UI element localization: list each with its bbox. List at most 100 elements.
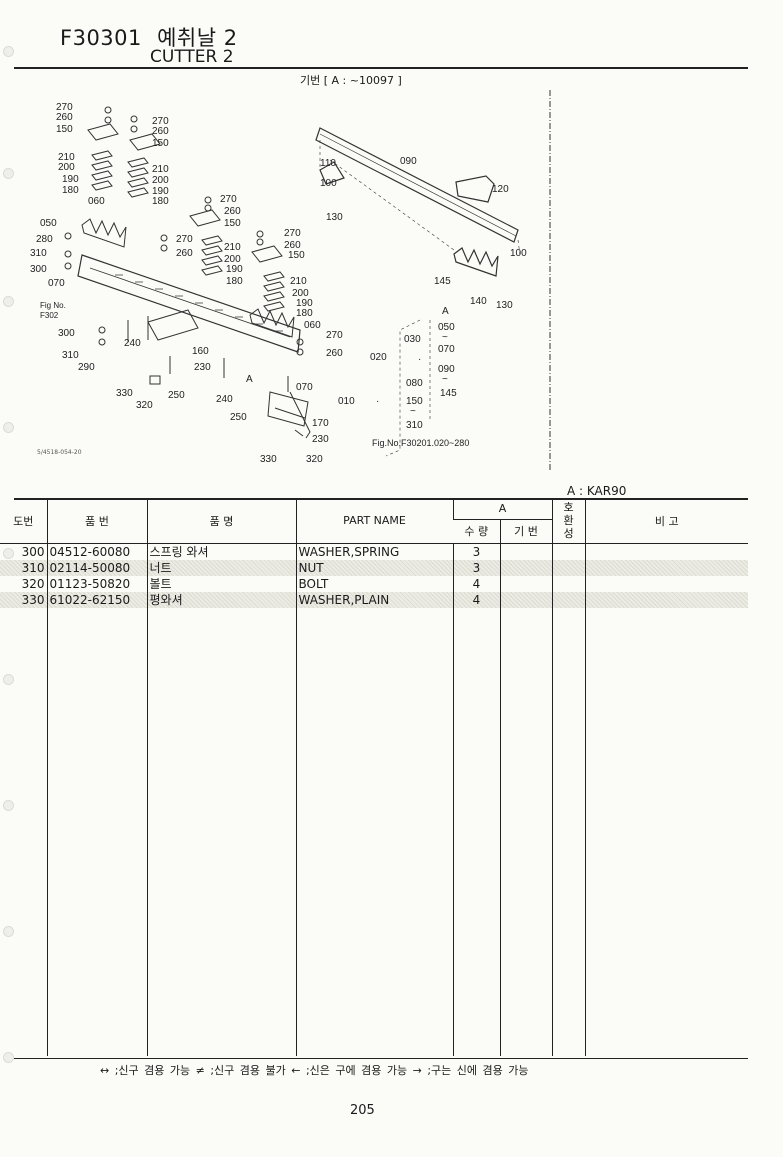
cell-qty: 4 bbox=[452, 591, 500, 608]
col-remarks: 비 고 bbox=[584, 499, 748, 543]
cell-compat bbox=[551, 543, 585, 560]
svg-text:190: 190 bbox=[62, 174, 79, 185]
svg-text:330: 330 bbox=[116, 388, 133, 399]
svg-text:270: 270 bbox=[176, 234, 193, 245]
svg-text:310: 310 bbox=[406, 420, 423, 431]
binder-hole bbox=[3, 548, 14, 559]
svg-text:200: 200 bbox=[292, 288, 309, 299]
cell-no: 310 bbox=[0, 559, 47, 576]
compatibility-legend: ↔ ;신구 겸용 가능 ≠ ;신구 겸용 불가 ← ;신은 구에 겸용 가능 →… bbox=[100, 1064, 529, 1077]
page-title: F30301 예취날 2 bbox=[60, 22, 238, 52]
table-row: 310 02114-50080 너트 NUT 3 bbox=[0, 559, 748, 576]
title-korean: 예취날 2 bbox=[157, 26, 238, 50]
col-group: A bbox=[452, 499, 552, 520]
svg-text:260: 260 bbox=[284, 240, 301, 251]
svg-text:300: 300 bbox=[58, 328, 75, 339]
col-qty: 수 량 bbox=[464, 525, 489, 538]
table-empty-space bbox=[0, 607, 748, 1056]
cell-part-name: WASHER,PLAIN bbox=[295, 591, 453, 608]
svg-text:130: 130 bbox=[326, 212, 343, 223]
svg-text:270: 270 bbox=[56, 102, 73, 113]
col-no: 도번 bbox=[13, 514, 34, 528]
svg-text:A: A bbox=[246, 374, 253, 385]
svg-text:·: · bbox=[418, 354, 421, 365]
parts-table: 도번 품 번 품 명 PART NAME A 호 환 성 비 고 수 량 기 번… bbox=[0, 499, 748, 1056]
cell-name-ko: 너트 bbox=[146, 559, 296, 576]
svg-text:320: 320 bbox=[136, 400, 153, 411]
cell-qty: 3 bbox=[452, 543, 500, 560]
svg-text:320: 320 bbox=[306, 454, 323, 465]
binder-hole bbox=[3, 1052, 14, 1063]
svg-text:050: 050 bbox=[40, 218, 57, 229]
svg-text:150: 150 bbox=[152, 138, 169, 149]
cell-remarks bbox=[584, 591, 748, 608]
svg-text:070: 070 bbox=[48, 278, 65, 289]
svg-text:150: 150 bbox=[56, 124, 73, 135]
cell-serial bbox=[499, 559, 552, 576]
svg-text:150: 150 bbox=[406, 396, 423, 407]
svg-text:260: 260 bbox=[56, 112, 73, 123]
svg-text:180: 180 bbox=[226, 276, 243, 287]
svg-text:~: ~ bbox=[442, 374, 448, 385]
figure-code: F30301 bbox=[60, 26, 142, 50]
table-row: 320 01123-50820 볼트 BOLT 4 bbox=[0, 575, 748, 592]
svg-text:260: 260 bbox=[176, 248, 193, 259]
cell-qty: 4 bbox=[452, 575, 500, 592]
page-number: 205 bbox=[350, 1103, 375, 1118]
svg-text:200: 200 bbox=[224, 254, 241, 265]
svg-text:090: 090 bbox=[400, 156, 417, 167]
svg-text:260: 260 bbox=[326, 348, 343, 359]
svg-text:280: 280 bbox=[36, 234, 53, 245]
svg-text:200: 200 bbox=[152, 175, 169, 186]
svg-text:080: 080 bbox=[406, 378, 423, 389]
svg-text:140: 140 bbox=[470, 296, 487, 307]
table-bottom-rule bbox=[14, 1058, 748, 1059]
svg-text:Fig.No.F30201.020~280: Fig.No.F30201.020~280 bbox=[372, 438, 469, 448]
binder-hole bbox=[3, 800, 14, 811]
svg-text:270: 270 bbox=[326, 330, 343, 341]
binder-hole bbox=[3, 926, 14, 937]
col-compat: 호 환 성 bbox=[551, 499, 585, 543]
svg-text:330: 330 bbox=[260, 454, 277, 465]
svg-text:300: 300 bbox=[30, 264, 47, 275]
svg-text:230: 230 bbox=[194, 362, 211, 373]
svg-text:270: 270 bbox=[152, 116, 169, 127]
cell-remarks bbox=[584, 559, 748, 576]
cell-no: 300 bbox=[21, 544, 45, 559]
svg-text:050: 050 bbox=[438, 322, 455, 333]
table-row: 300 04512-60080 스프링 와셔 WASHER,SPRING 3 bbox=[0, 543, 748, 560]
col-name-ko: 품 명 bbox=[146, 499, 296, 543]
svg-text:190: 190 bbox=[226, 264, 243, 275]
header-divider bbox=[14, 67, 748, 69]
svg-text:090: 090 bbox=[438, 364, 455, 375]
cell-compat bbox=[551, 575, 585, 592]
left-blades bbox=[81, 218, 295, 338]
svg-text:110: 110 bbox=[320, 158, 336, 169]
cell-serial bbox=[499, 543, 552, 560]
cell-part-no: 02114-50080 bbox=[46, 559, 147, 576]
svg-text:190: 190 bbox=[296, 298, 313, 309]
svg-text:210: 210 bbox=[58, 152, 75, 163]
svg-text:130: 130 bbox=[496, 300, 513, 311]
binder-hole bbox=[3, 422, 14, 433]
binder-hole bbox=[3, 46, 14, 57]
svg-text:F302: F302 bbox=[40, 311, 59, 320]
svg-text:060: 060 bbox=[304, 320, 321, 331]
svg-text:180: 180 bbox=[152, 196, 169, 207]
cell-serial bbox=[499, 591, 552, 608]
svg-text:A: A bbox=[442, 306, 449, 317]
cell-part-name: NUT bbox=[295, 559, 453, 576]
svg-text:060: 060 bbox=[88, 196, 105, 207]
svg-text:310: 310 bbox=[62, 350, 79, 361]
cell-name-ko: 평와셔 bbox=[146, 591, 296, 608]
diagram-code: 5/4518-054-20 bbox=[37, 449, 82, 456]
svg-text:Fig No.: Fig No. bbox=[40, 301, 66, 310]
cell-no: 320 bbox=[21, 576, 45, 591]
svg-text:180: 180 bbox=[296, 308, 313, 319]
cell-remarks bbox=[584, 575, 748, 592]
svg-text:~: ~ bbox=[442, 332, 448, 343]
cell-part-no: 04512-60080 bbox=[46, 543, 147, 560]
svg-text:240: 240 bbox=[124, 338, 141, 349]
